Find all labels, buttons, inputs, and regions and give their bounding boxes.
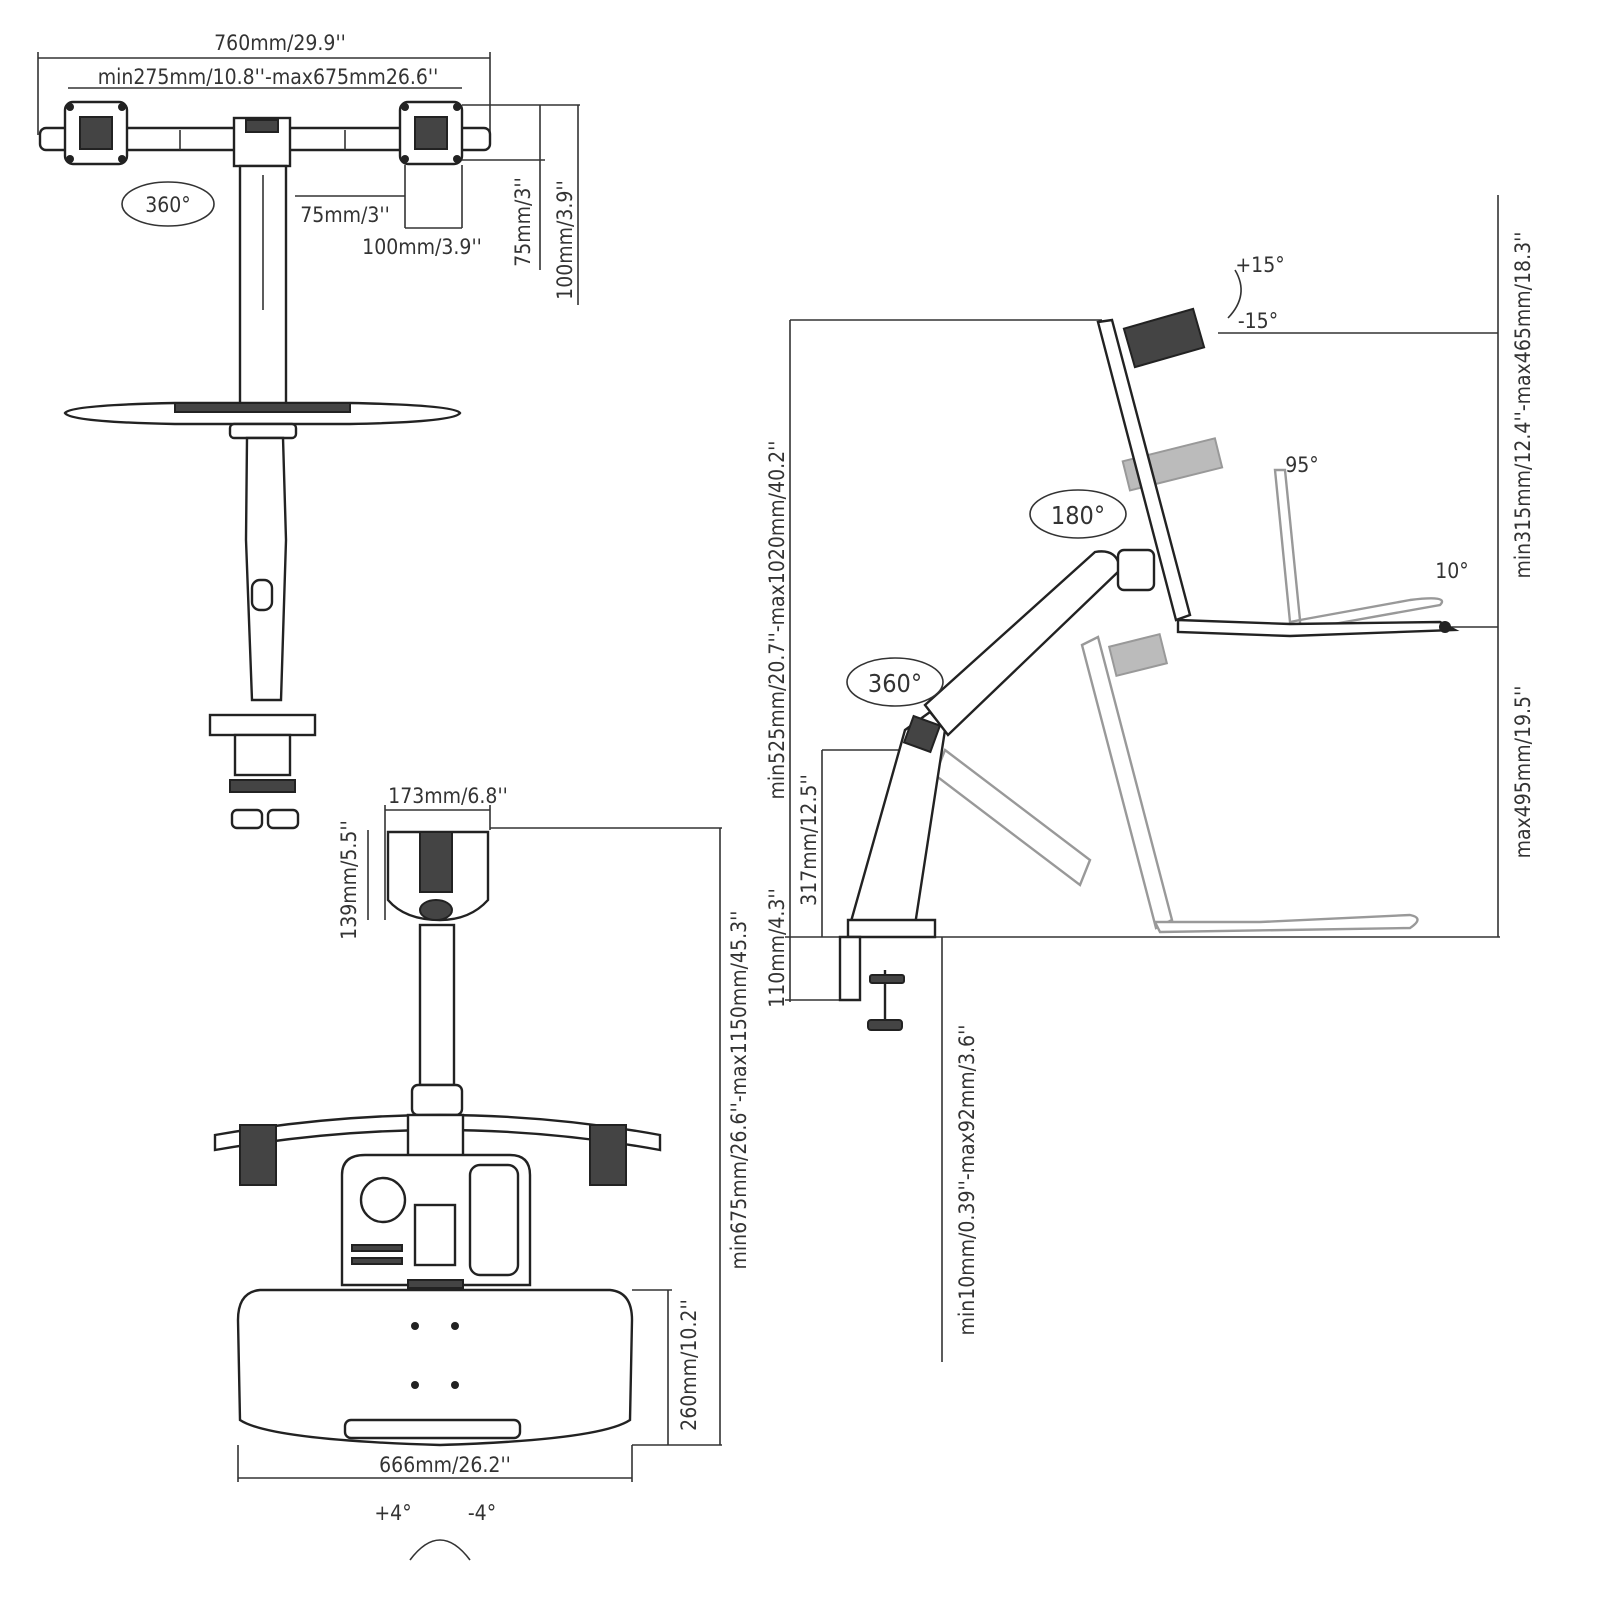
keyboard-tray bbox=[1176, 618, 1460, 638]
tray-tilt-minus-label: -4° bbox=[468, 1501, 496, 1525]
monitor-clamp-right bbox=[589, 1124, 627, 1186]
vesa-small-h-label: 75mm/3'' bbox=[300, 203, 390, 227]
wrist-rest bbox=[343, 1418, 522, 1440]
desk-clamp bbox=[208, 713, 317, 737]
swivel-label: 180° bbox=[1051, 501, 1105, 530]
swivel-ellipse bbox=[1029, 489, 1127, 539]
clamp bbox=[838, 935, 862, 1002]
tray-tilt-plus-label: +4° bbox=[374, 1501, 411, 1525]
arm-top bbox=[418, 923, 456, 1087]
lowered-position-ghost bbox=[933, 437, 1444, 934]
desk-thickness-label: min10mm/0.39''-max92mm/3.6'' bbox=[955, 1025, 979, 1336]
monitor-panel bbox=[1096, 318, 1192, 622]
clamp-height-label: 110mm/4.3'' bbox=[765, 888, 789, 1008]
tilt-arrow bbox=[1227, 269, 1242, 319]
overall-width-label: 760mm/29.9'' bbox=[214, 31, 346, 55]
total-height-label: min525mm/20.7''-max1020mm/40.2'' bbox=[765, 441, 789, 800]
arm-rotation-ellipse bbox=[846, 657, 944, 707]
side-view: min525mm/20.7''-max1020mm/40.2'' 317mm/1… bbox=[765, 195, 1535, 1362]
vesa-plate-right bbox=[398, 100, 464, 166]
tilt-down-label: -15° bbox=[1238, 309, 1278, 333]
vesa-large-h-label: 100mm/3.9'' bbox=[362, 235, 482, 259]
head-depth-label: 139mm/5.5'' bbox=[337, 820, 361, 940]
arm-span-label: min275mm/10.8''-max675mm26.6'' bbox=[98, 65, 439, 89]
tray-height-label: max495mm/19.5'' bbox=[1511, 686, 1535, 859]
tray-depth-label: 260mm/10.2'' bbox=[677, 1299, 701, 1431]
rotation-ellipse bbox=[121, 181, 215, 227]
vesa-plate-left bbox=[63, 100, 129, 166]
tilt-up-label: +15° bbox=[1235, 253, 1284, 277]
lower-column bbox=[244, 436, 288, 702]
desk-base bbox=[846, 918, 937, 939]
crossbar-top bbox=[213, 1113, 662, 1152]
keyboard-tray-front bbox=[63, 401, 462, 426]
reach-range-label: min675mm/26.6''-max1150mm/45.3'' bbox=[727, 911, 751, 1270]
arm-rotation-label: 360° bbox=[868, 669, 922, 698]
vesa-large-v-label: 100mm/3.9'' bbox=[553, 180, 577, 300]
monitor-height-label: min315mm/12.4''-max465mm/18.3'' bbox=[1511, 232, 1535, 579]
head-width-label: 173mm/6.8'' bbox=[388, 784, 508, 808]
tray-tilt-label: 10° bbox=[1435, 559, 1468, 583]
rotation-label: 360° bbox=[145, 193, 191, 217]
keyboard-tray-top bbox=[236, 1288, 634, 1447]
vesa-small-v-label: 75mm/3'' bbox=[511, 177, 535, 267]
monitor-clamp-left bbox=[239, 1124, 277, 1186]
top-view: 173mm/6.8'' 139mm/5.5'' min675mm/26.6''-… bbox=[213, 784, 751, 1561]
vesa-mount bbox=[1122, 307, 1206, 369]
pole-height-label: 317mm/12.5'' bbox=[797, 774, 821, 906]
tray-width-label: 666mm/26.2'' bbox=[379, 1453, 511, 1477]
tray-tilt-arc bbox=[409, 1539, 471, 1561]
tray-back-tilt-label: 95° bbox=[1285, 453, 1318, 477]
front-view: 760mm/29.9'' min275mm/10.8''-max675mm26.… bbox=[37, 31, 580, 830]
